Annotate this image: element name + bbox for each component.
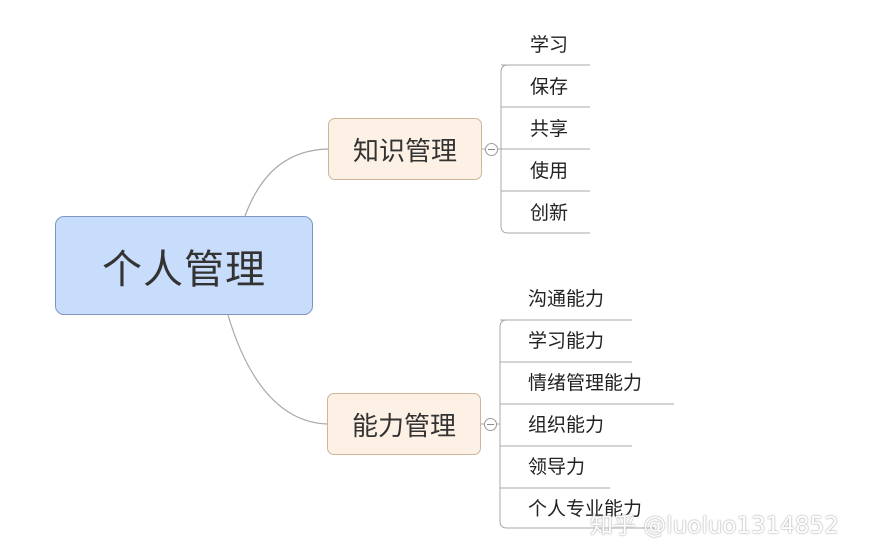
- root-to-ability-connector: [227, 314, 328, 425]
- leaf-node[interactable]: 情绪管理能力: [528, 372, 643, 394]
- leaf-node[interactable]: 学习能力: [528, 330, 605, 352]
- branch-knowledge-management[interactable]: 知识管理: [328, 118, 482, 180]
- leaf-node[interactable]: 沟通能力: [528, 288, 605, 310]
- leaf-node[interactable]: 学习: [530, 34, 569, 56]
- leaf-node[interactable]: 组织能力: [528, 414, 605, 436]
- zhihu-watermark: 知乎 @luoluo1314852: [590, 513, 839, 539]
- leaf-node[interactable]: 共享: [530, 118, 569, 140]
- collapse-ability-icon[interactable]: [484, 418, 497, 431]
- branch-ability-management[interactable]: 能力管理: [327, 393, 481, 455]
- leaf-node[interactable]: 使用: [530, 160, 569, 182]
- root-to-knowledge-connector: [244, 148, 329, 217]
- leaf-node[interactable]: 个人专业能力: [528, 498, 643, 520]
- leaf-node[interactable]: 保存: [530, 76, 569, 98]
- leaf-node[interactable]: 创新: [530, 202, 569, 224]
- ability-bracket: [499, 319, 508, 529]
- leaf-node[interactable]: 领导力: [528, 456, 586, 478]
- root-node[interactable]: 个人管理: [55, 216, 313, 315]
- collapse-knowledge-icon[interactable]: [485, 143, 498, 156]
